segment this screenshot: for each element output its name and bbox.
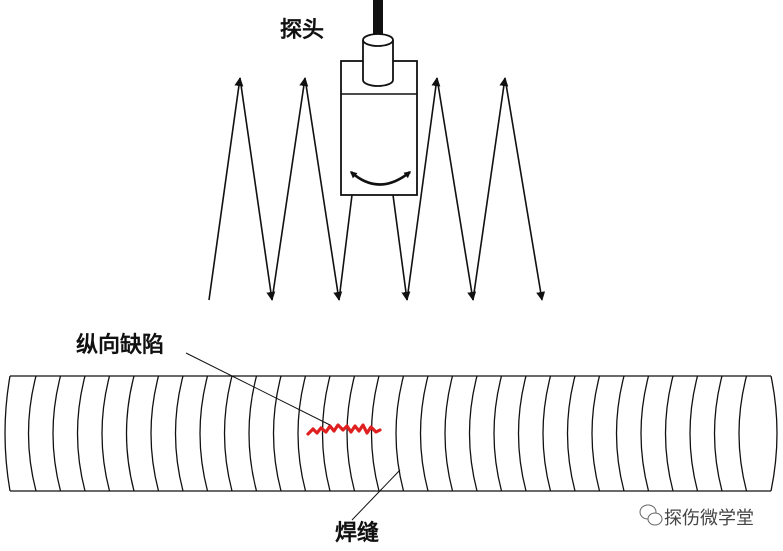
weld-seam-line: [615, 375, 625, 492]
weld-seam-line: [591, 375, 601, 492]
weld-seam-line: [468, 375, 478, 492]
weld-seam-line: [346, 375, 356, 492]
probe-label: 探头: [280, 17, 324, 43]
scan-arrow-up: [208, 77, 244, 301]
weld-leader-line: [351, 469, 401, 521]
scan-arrow-down: [239, 77, 276, 301]
weld-seam-line: [101, 375, 111, 492]
weld-seam-line: [76, 375, 86, 492]
weld-seam-line: [664, 375, 674, 492]
weld-seam-line: [223, 375, 233, 492]
weld-seam-line: [517, 375, 527, 492]
weld-seam-line: [713, 375, 723, 492]
defect-leader-line: [185, 352, 331, 426]
weld-seam-line: [493, 375, 503, 492]
watermark: 探伤微学堂: [639, 504, 754, 529]
scan-arrow-up: [472, 77, 509, 301]
spiral-pipe: [4, 375, 778, 492]
scan-arrow-down: [304, 77, 343, 301]
scan-arrow-up: [271, 77, 309, 301]
weld-seam-line: [272, 375, 282, 492]
weld-seam-line: [444, 375, 454, 492]
weld-seam-line: [297, 375, 307, 492]
probe-cable: [373, 0, 383, 34]
weld-seam-line: [27, 375, 37, 492]
scan-arrow-up: [338, 194, 353, 301]
pipe-left-end: [4, 375, 11, 492]
probe-rotation-arrow: [349, 170, 412, 186]
probe-cylinder-top: [362, 33, 394, 47]
weld-seam-line: [689, 375, 699, 492]
scan-arrow-up: [406, 77, 441, 301]
watermark-text: 探伤微学堂: [664, 508, 754, 529]
weld-seam-line: [174, 375, 184, 492]
probe-cylinder: [362, 40, 394, 87]
longitudinal-defect: [306, 423, 382, 436]
weld-seam-lines: [27, 375, 748, 492]
scan-arrow-down: [504, 77, 546, 301]
weld-seam-line: [419, 375, 429, 492]
scan-arrow-down: [392, 194, 411, 301]
weld-seam-line: [199, 375, 209, 492]
weld-seam-line: [370, 375, 380, 492]
weld-seam-line: [640, 375, 650, 492]
weld-seam-line: [150, 375, 160, 492]
weld-seam-line: [566, 375, 576, 492]
weld-seam-line: [125, 375, 135, 492]
wechat-icon: [639, 504, 663, 526]
weld-seam-line: [738, 375, 748, 492]
scan-arrow-down: [436, 77, 477, 301]
pipe-right-end: [770, 375, 778, 492]
weld-seam-line: [542, 375, 552, 492]
defect-label: 纵向缺陷: [76, 332, 164, 358]
scan-path: [208, 77, 546, 301]
weld-seam-label: 焊缝: [335, 520, 379, 546]
weld-seam-line: [395, 375, 405, 492]
weld-seam-line: [248, 375, 258, 492]
weld-seam-line: [321, 375, 331, 492]
probe: [340, 0, 418, 196]
weld-seam-line: [52, 375, 62, 492]
